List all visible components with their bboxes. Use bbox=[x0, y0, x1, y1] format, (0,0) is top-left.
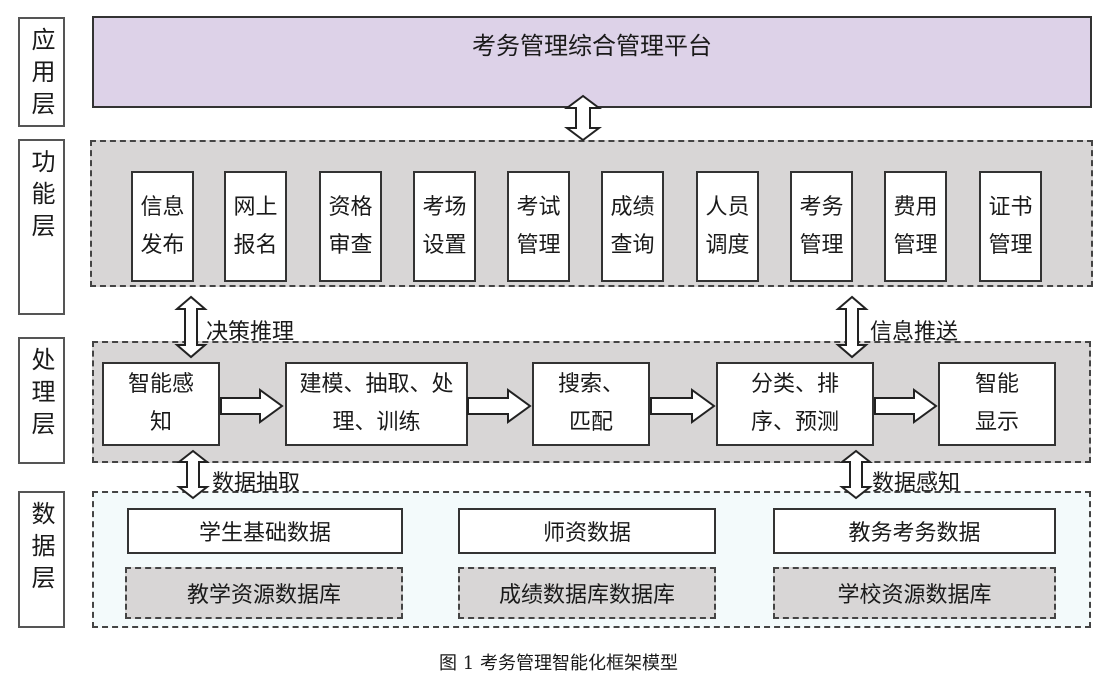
app-platform: 考务管理综合管理平台 bbox=[92, 16, 1092, 108]
decision-reasoning-label: 决策推理 bbox=[206, 320, 295, 345]
function-module: 考试管理 bbox=[507, 171, 570, 282]
function-module: 人员调度 bbox=[696, 171, 759, 282]
right-arrow-icon bbox=[650, 388, 716, 424]
double-arrow-icon bbox=[835, 295, 869, 359]
process-step: 搜索、匹配 bbox=[532, 362, 650, 446]
function-module: 网上报名 bbox=[224, 171, 287, 282]
double-arrow-icon bbox=[839, 449, 873, 500]
data-layer-label: 数据层 bbox=[18, 491, 65, 628]
right-arrow-icon bbox=[467, 388, 532, 424]
function-module: 成绩查询 bbox=[601, 171, 664, 282]
function-module: 资格审查 bbox=[319, 171, 382, 282]
double-arrow-icon bbox=[176, 449, 210, 500]
data-extract-label: 数据抽取 bbox=[212, 471, 301, 496]
double-arrow-icon bbox=[174, 295, 208, 359]
double-arrow-icon bbox=[564, 94, 602, 142]
function-layer-label: 功能层 bbox=[18, 139, 65, 315]
data-source: 教务考务数据 bbox=[773, 508, 1056, 554]
info-push-label: 信息推送 bbox=[870, 320, 959, 345]
process-step: 智能显示 bbox=[938, 362, 1056, 446]
data-source: 师资数据 bbox=[458, 508, 716, 554]
right-arrow-icon bbox=[874, 388, 938, 424]
right-arrow-icon bbox=[220, 388, 284, 424]
function-module: 考场设置 bbox=[413, 171, 476, 282]
database: 学校资源数据库 bbox=[773, 567, 1056, 619]
processing-layer-label: 处理层 bbox=[18, 337, 65, 464]
process-step: 建模、抽取、处理、训练 bbox=[285, 362, 468, 446]
process-step: 分类、排序、预测 bbox=[716, 362, 874, 446]
process-step: 智能感知 bbox=[102, 362, 220, 446]
database: 教学资源数据库 bbox=[125, 567, 403, 619]
function-module: 证书管理 bbox=[979, 171, 1042, 282]
function-module: 考务管理 bbox=[790, 171, 853, 282]
function-module: 费用管理 bbox=[884, 171, 947, 282]
figure-caption: 图 1 考务管理智能化框架模型 bbox=[439, 653, 678, 674]
data-source: 学生基础数据 bbox=[127, 508, 403, 554]
data-sense-label: 数据感知 bbox=[872, 471, 961, 496]
database: 成绩数据库数据库 bbox=[458, 567, 716, 619]
app-layer-label: 应用层 bbox=[18, 17, 65, 127]
function-module: 信息发布 bbox=[131, 171, 194, 282]
